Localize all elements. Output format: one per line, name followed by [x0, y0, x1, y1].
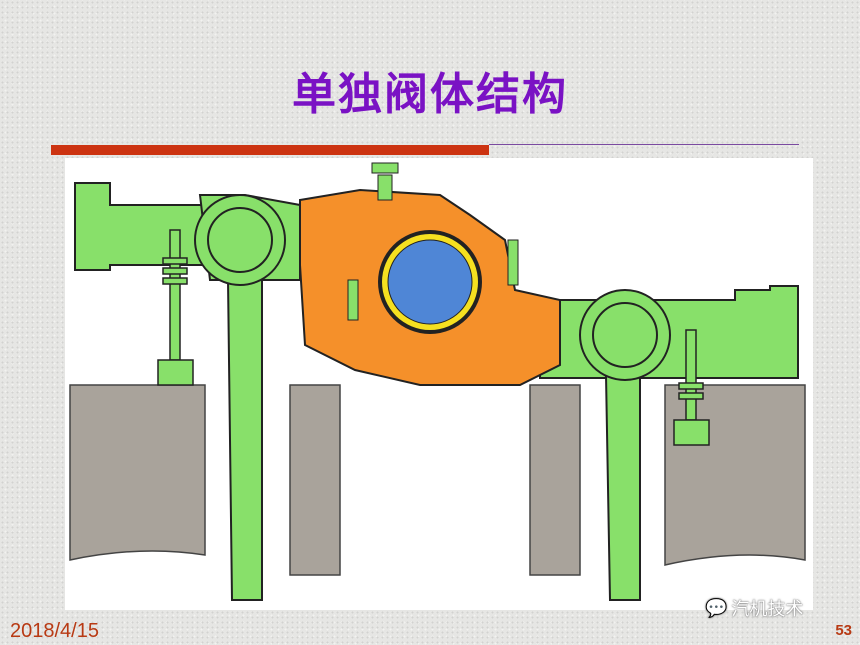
wechat-icon: 💬: [705, 597, 728, 619]
valve-body: [299, 162, 561, 386]
valve-structure-diagram: [65, 158, 813, 610]
slide-date: 2018/4/15: [10, 620, 99, 642]
watermark: 💬 汽机技术: [705, 595, 803, 621]
title-underline-line: [489, 144, 799, 145]
watermark-text: 汽机技术: [731, 599, 804, 620]
steam-pipes: [74, 182, 799, 601]
supports: [157, 229, 710, 446]
title-underline-bar: [51, 145, 489, 155]
slide-title: 单独阀体结构: [292, 69, 568, 120]
slide-page-number: 53: [835, 622, 852, 639]
valve-drawing: [69, 162, 806, 601]
